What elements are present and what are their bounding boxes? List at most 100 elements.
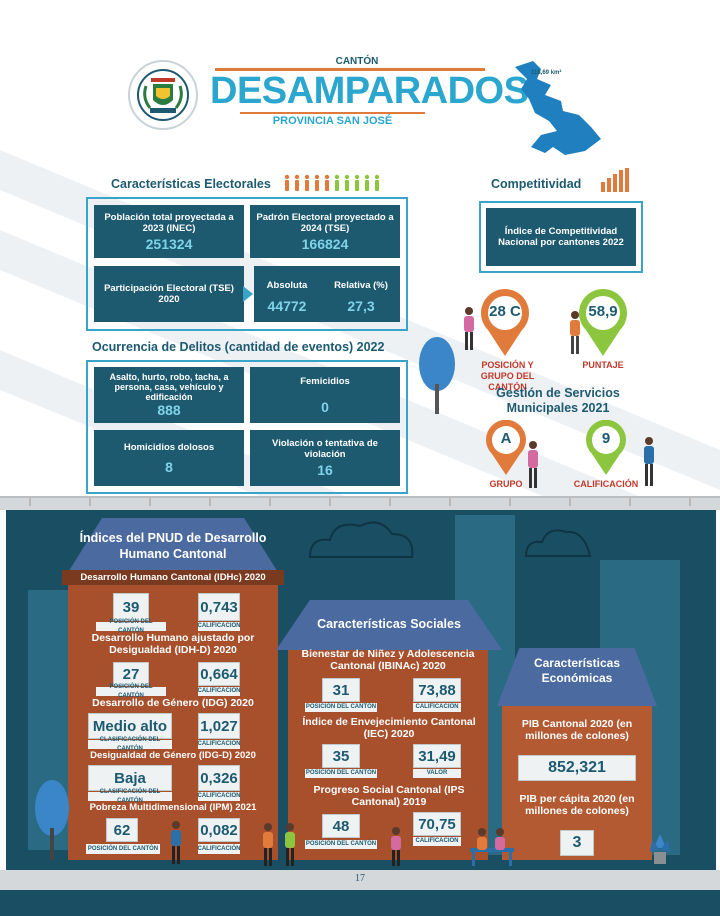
page-title: DESAMPARADOS <box>210 70 529 112</box>
group-pin-icon <box>486 420 526 475</box>
idhd-value-caption: CALIFICACIÓN <box>197 687 241 696</box>
idhc-label: Desarrollo Humano Cantonal (IDHc) 2020 <box>62 570 284 585</box>
pib-label: PIB Cantonal 2020 (en millones de colone… <box>521 718 633 742</box>
ips-value: 70,75 <box>413 812 461 836</box>
pnud-title: Índices del PNUD de Desarrollo Humano Ca… <box>79 531 267 561</box>
absolute-value: 44772 <box>267 298 307 314</box>
economic-title: Características Económicas <box>533 656 621 685</box>
idhd-label: Desarrollo Humano ajustado por Desiguald… <box>91 632 255 656</box>
ipm-value-caption: CALIFICACIÓN <box>198 844 241 854</box>
position-label: POSICIÓN Y GRUPO DEL CANTÓN <box>480 360 535 392</box>
assault-card: Asalto, hurto, robo, tacha, a persona, c… <box>94 367 244 423</box>
ibinac-value: 73,88 <box>413 678 461 702</box>
rating-value: 9 <box>601 430 611 447</box>
padron-value: 166824 <box>301 235 349 252</box>
electoral-title: Características Electorales <box>111 177 271 191</box>
canton-seal <box>128 60 198 130</box>
idhc-position-caption: POSICIÓN DEL CANTÓN <box>96 619 166 634</box>
participation-values-card <box>254 266 400 322</box>
assault-label: Asalto, hurto, robo, tacha, a persona, c… <box>109 372 229 402</box>
rape-card: Violación o tentativa de violación 16 <box>250 430 400 486</box>
ipm-position: 62 <box>106 818 138 842</box>
ips-position-caption: POSICIÓN DEL CANTÓN <box>305 840 377 849</box>
people-icons <box>283 174 383 192</box>
bench-people-icon <box>470 828 514 866</box>
social-roof <box>276 600 502 650</box>
femicide-value: 0 <box>321 398 329 415</box>
street-bar <box>0 870 720 890</box>
position-value: 28 C <box>489 303 521 320</box>
tree-icon <box>35 780 69 860</box>
homicide-value: 8 <box>165 458 173 475</box>
participation-card: Participación Electoral (TSE) 2020 <box>94 266 244 322</box>
person-icon <box>570 311 580 354</box>
idg-value: 1,027 <box>198 713 240 739</box>
cloud-icon <box>308 521 414 558</box>
section-divider <box>0 496 720 510</box>
idhc-value: 0,743 <box>198 593 240 621</box>
rape-label: Violación o tentativa de violación <box>272 438 378 460</box>
economic-roof <box>497 648 657 706</box>
femicide-card: Femicidios 0 <box>250 367 400 423</box>
padron-label: Padrón Electoral proyectado a 2024 (TSE) <box>256 211 394 234</box>
iec-label: Índice de Envejecimiento Cantonal (IEC) … <box>302 716 476 740</box>
score-pin-icon <box>579 289 627 356</box>
area-label: 118,69 km² <box>531 70 562 76</box>
rape-value: 16 <box>317 462 333 478</box>
ipm-position-caption: POSICIÓN DEL CANTÓN <box>86 844 160 854</box>
electoral-frame <box>86 197 408 331</box>
page-number: 17 <box>355 873 365 884</box>
title-rule-bottom <box>240 112 425 114</box>
population-card: Población total proyectada a 2023 (INEC)… <box>94 205 244 258</box>
municipal-title: Gestión de Servicios Municipales 2021 <box>496 386 620 415</box>
ibinac-label: Bienestar de Niñez y Adolescencia Canton… <box>301 648 475 672</box>
canton-label: CANTÓN <box>335 56 379 67</box>
idgd-classification-caption: CLASIFICACIÓN DEL CANTÓN <box>88 789 172 804</box>
relative-label: Relativa (%) <box>334 280 388 291</box>
competitiveness-frame <box>479 201 643 273</box>
padron-card: Padrón Electoral proyectado a 2024 (TSE)… <box>250 205 400 258</box>
score-label: PUNTAJE <box>582 360 624 370</box>
crimes-title: Ocurrencia de Delitos (cantidad de event… <box>92 340 385 354</box>
idg-classification-caption: CLASIFICACIÓN DEL CANTÓN <box>88 737 172 752</box>
ipm-value: 0,082 <box>198 818 240 842</box>
crimes-frame <box>86 360 408 494</box>
competitiveness-index-card: Índice de Competitividad Nacional por ca… <box>486 208 636 266</box>
idgd-classification: Baja <box>88 765 172 791</box>
ips-value-caption: CALIFICACIÓN <box>413 837 461 846</box>
group-label: GRUPO <box>489 479 523 489</box>
title-rule-top <box>215 68 485 71</box>
iec-value-caption: VALOR <box>413 769 461 778</box>
absolute-label: Absoluta <box>266 280 308 291</box>
rating-pin-icon <box>586 420 626 475</box>
province-label: PROVINCIA SAN JOSÉ <box>272 115 393 127</box>
bar-growth-icon <box>601 168 629 192</box>
group-value: A <box>500 430 512 447</box>
idgd-value-caption: CALIFICACIÓN <box>197 792 241 801</box>
population-value: 251324 <box>145 235 193 252</box>
participation-label: Participación Electoral (TSE) 2020 <box>104 283 234 305</box>
social-title: Características Sociales <box>317 617 461 631</box>
person-icon <box>171 821 181 864</box>
ips-position: 48 <box>322 814 360 838</box>
couple-icon <box>263 823 295 866</box>
idhd-position-caption: POSICIÓN DEL CANTÓN <box>96 684 166 699</box>
femicide-label: Femicidios <box>300 375 350 387</box>
relative-value: 27,3 <box>347 298 375 314</box>
rating-label: CALIFICACIÓN <box>573 479 639 489</box>
homicide-label: Homicidios dolosos <box>123 441 215 453</box>
pib-per-capita-value: 3 <box>560 830 594 856</box>
idhc-value-caption: CALIFICACIÓN <box>197 622 241 631</box>
idg-classification: Medio alto <box>88 713 172 739</box>
person-icon <box>528 441 538 488</box>
iec-position-caption: POSICIÓN DEL CANTÓN <box>305 769 377 778</box>
ipm-label: Pobreza Multidimensional (IPM) 2021 <box>89 802 257 813</box>
position-pin-icon <box>481 289 529 356</box>
ibinac-value-caption: CALIFICACIÓN <box>413 703 461 712</box>
assault-value: 888 <box>157 402 181 418</box>
ips-label: Progreso Social Cantonal (IPS Cantonal) … <box>313 784 465 808</box>
idhd-position: 27 <box>113 662 149 686</box>
pib-value: 852,321 <box>518 755 636 781</box>
tree-icon <box>419 337 455 414</box>
